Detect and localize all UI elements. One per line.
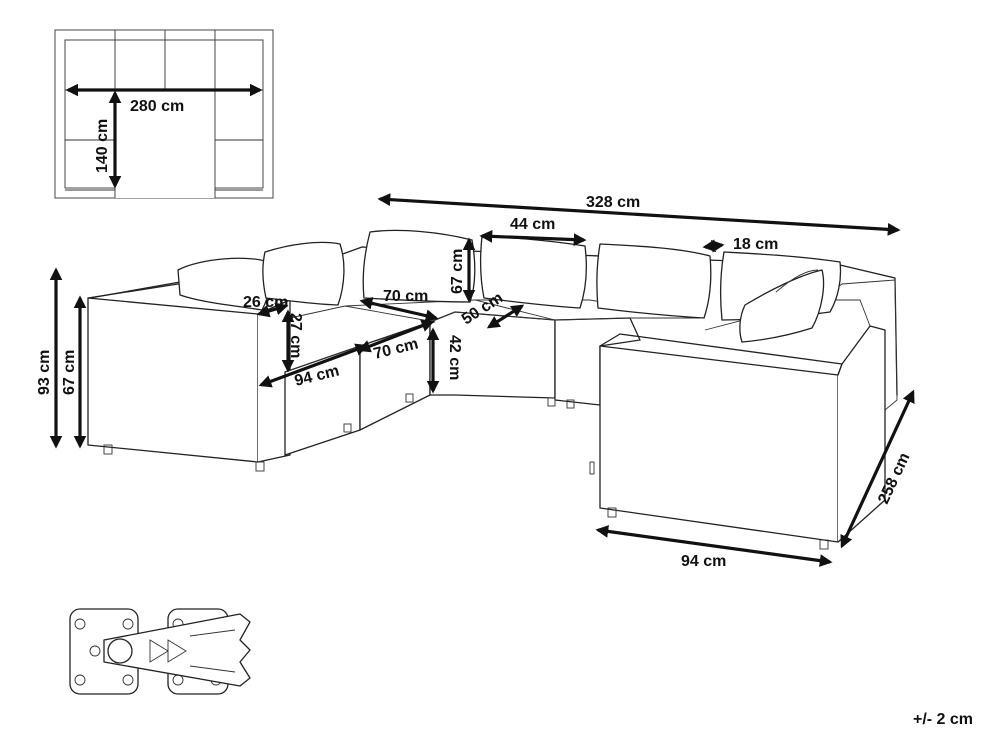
cushion-width-label: 44 cm	[510, 216, 555, 233]
seat-width-arrow	[359, 297, 439, 322]
armrest-width-label: 26 cm	[243, 294, 288, 311]
cushion-thickness-arrow	[702, 239, 725, 253]
overall-depth-arrow	[840, 389, 915, 549]
cushion-thickness-label: 18 cm	[733, 236, 778, 253]
side-depth-label: 94 cm	[681, 553, 726, 570]
cushion-depth-arrow	[486, 304, 525, 329]
dimension-arrows: 328 cm 44 cm 18 cm 67 cm 93 cm 67 cm 26 …	[36, 193, 915, 570]
back-height-label: 67 cm	[61, 350, 78, 395]
armrest-height-label: 27 cm	[287, 313, 304, 358]
connector-clip-illustration	[69, 608, 251, 695]
cushion-width-arrow	[479, 230, 587, 246]
seat-depth-arrow	[357, 319, 435, 353]
module-depth-arrow	[258, 343, 369, 388]
sofa-drawing	[87, 229, 898, 550]
seat-height-label: 42 cm	[446, 335, 463, 380]
overall-width-label: 328 cm	[586, 194, 640, 211]
total-height-label: 93 cm	[36, 350, 53, 395]
side-depth-arrow	[595, 525, 833, 567]
tolerance-note: +/- 2 cm	[912, 711, 973, 728]
seat-width-label: 70 cm	[383, 288, 428, 305]
plan-width-label: 280 cm	[130, 98, 184, 115]
armrest-width-arrow	[256, 302, 289, 318]
floor-plan: 280 cm 140 cm	[54, 29, 274, 199]
cushion-height-label: 67 cm	[449, 249, 466, 294]
plan-depth-label: 140 cm	[94, 119, 111, 173]
overall-width-arrow	[377, 193, 901, 236]
